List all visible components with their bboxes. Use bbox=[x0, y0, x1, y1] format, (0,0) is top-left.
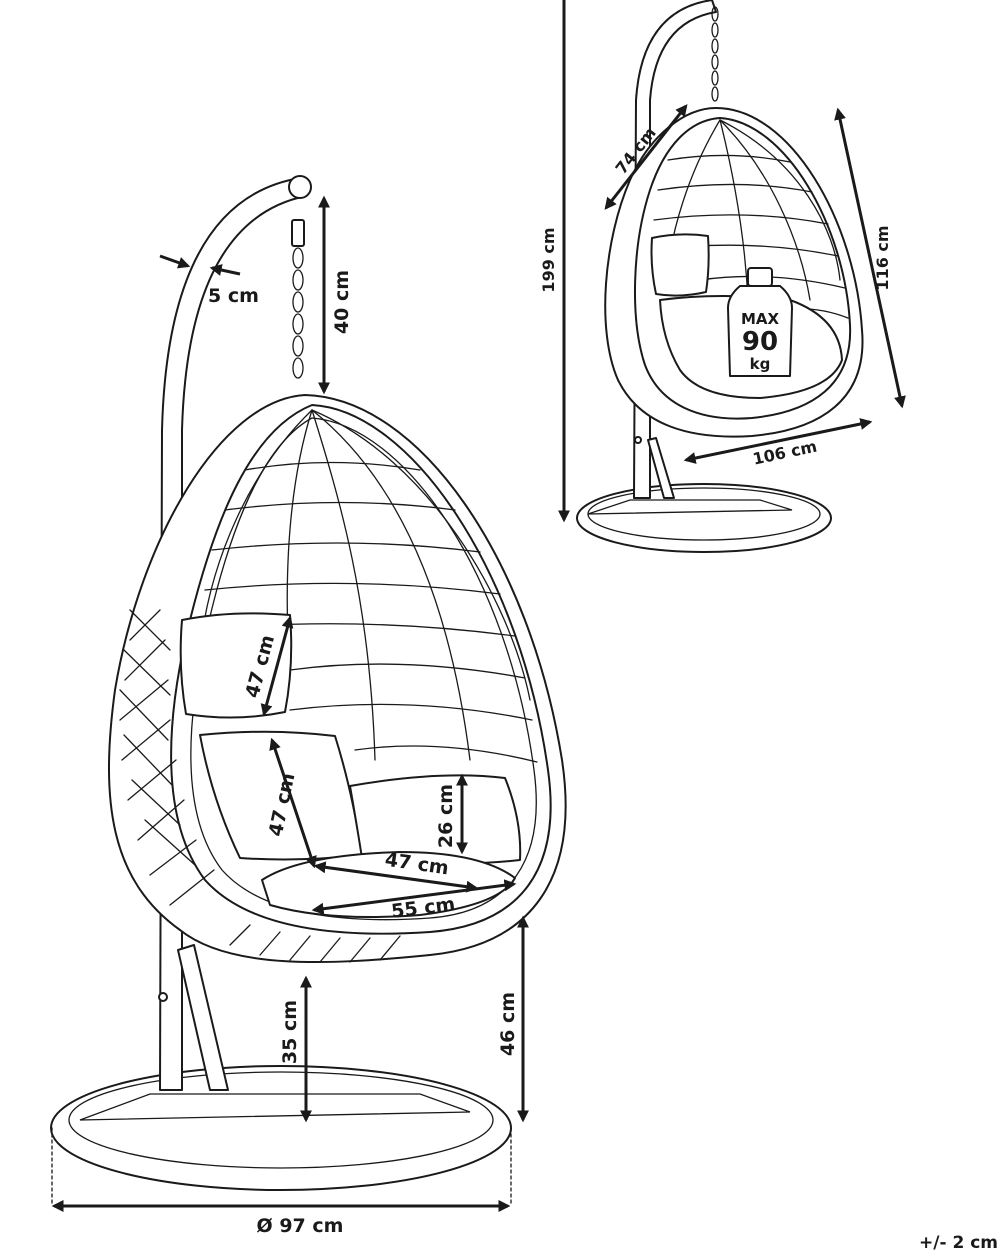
small-base-plate bbox=[587, 499, 793, 515]
dim-arrow-tube-left bbox=[159, 254, 191, 269]
dim-arrow-opening bbox=[604, 104, 688, 210]
large-spring bbox=[291, 219, 305, 247]
label-base-diameter: Ø 97 cm bbox=[257, 1215, 344, 1237]
small-stand-brace bbox=[647, 437, 675, 499]
dim-arrow-basket-height bbox=[834, 107, 906, 409]
large-back-cushion bbox=[179, 612, 293, 719]
weight-tag-value: 90 bbox=[742, 327, 778, 357]
large-stand-cap bbox=[288, 175, 312, 199]
large-base-plate bbox=[79, 1093, 471, 1121]
large-basket-ribs bbox=[199, 409, 531, 761]
dimension-lines bbox=[51, 0, 906, 1212]
weight-tag-max: MAX bbox=[741, 310, 780, 328]
large-chain bbox=[292, 247, 304, 379]
large-basket-rim-inner bbox=[190, 417, 537, 921]
dim-arrow-tube-right bbox=[209, 264, 241, 276]
large-stand-brace bbox=[177, 944, 229, 1091]
label-stand-tube: 5 cm bbox=[208, 285, 259, 307]
dim-arrow-backrest bbox=[260, 615, 294, 717]
large-base-disc bbox=[50, 1065, 512, 1191]
label-basket-height: 116 cm bbox=[873, 225, 892, 290]
weight-tag: MAX 90 kg bbox=[727, 267, 793, 377]
weight-tag-unit: kg bbox=[750, 355, 771, 373]
dim-arrow-basket-width bbox=[683, 418, 873, 464]
large-side-weave bbox=[119, 609, 401, 963]
large-base-disc-inner bbox=[68, 1071, 494, 1169]
label-tolerance: +/- 2 cm bbox=[919, 1233, 998, 1251]
label-total-height: 199 cm bbox=[539, 227, 558, 292]
label-basket-bottom: 46 cm bbox=[497, 992, 519, 1056]
large-chair-illustration bbox=[50, 175, 567, 1191]
label-basket-width: 106 cm bbox=[751, 437, 819, 469]
dim-arrow-seat-width bbox=[311, 879, 517, 915]
dim-arrow-seat-back bbox=[269, 737, 317, 869]
small-base-disc bbox=[576, 483, 832, 553]
small-stand-bolt bbox=[634, 436, 642, 444]
large-basket-rim bbox=[170, 404, 552, 935]
large-seat-side-cushion bbox=[349, 774, 522, 865]
small-stand-tube bbox=[633, 0, 717, 499]
small-chain bbox=[711, 6, 719, 102]
label-chain-length: 40 cm bbox=[331, 270, 353, 334]
label-cushion-thickness: 26 cm bbox=[435, 784, 457, 848]
small-back-cushion bbox=[650, 233, 710, 297]
label-seat-to-floor: 35 cm bbox=[279, 1000, 301, 1064]
small-chair-illustration: MAX 90 kg bbox=[576, 0, 864, 553]
large-stand-bolt bbox=[158, 992, 168, 1002]
